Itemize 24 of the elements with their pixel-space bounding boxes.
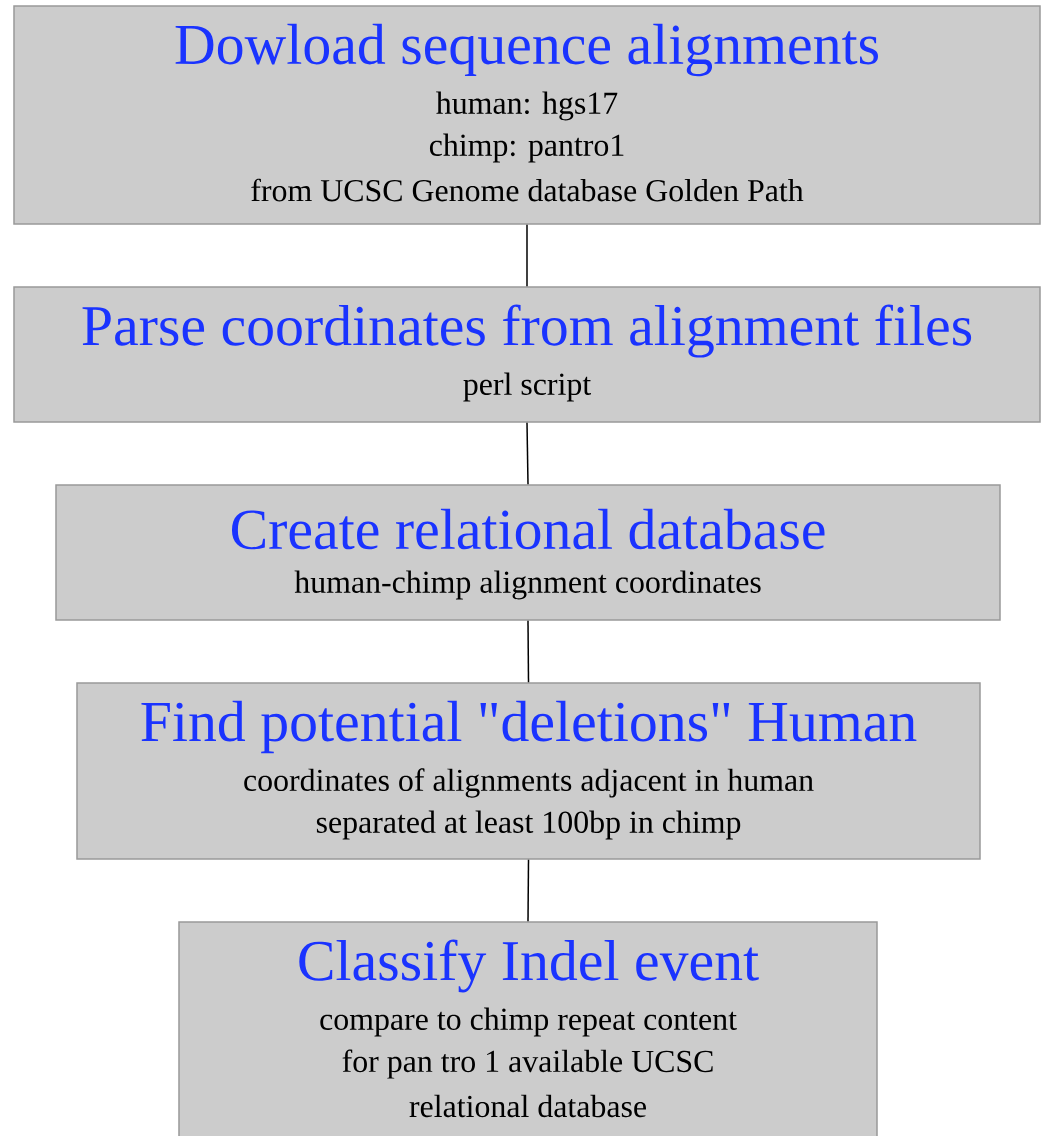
step-detail: compare to chimp repeat content [320, 1007, 737, 1037]
step-title: Dowload sequence alignments [175, 23, 878, 77]
step-detail: from UCSC Genome database Golden Path [251, 178, 804, 202]
process-box [76, 682, 981, 860]
connector-line [526, 224, 528, 287]
step-detail: perl script [463, 372, 591, 402]
step-detail: for pan tro 1 available UCSC [342, 1049, 713, 1079]
step-detail: separated at least 100bp in chimp [316, 810, 741, 840]
step-detail: chimp: pantro1 [429, 133, 624, 163]
process-box [178, 921, 878, 1136]
step-detail: coordinates of alignments adjacent in human [244, 768, 814, 798]
step-title: Classify Indel event [299, 939, 759, 993]
process-box [13, 5, 1041, 225]
connector-line [527, 620, 530, 683]
process-box [55, 484, 1001, 621]
step-detail: human-chimp alignment coordinates [294, 570, 761, 600]
step-detail: human: hgs17 [436, 91, 618, 121]
step-title: Find potential "deletions" Human [141, 700, 917, 754]
step-title: Parse coordinates from alignment files [82, 304, 972, 358]
step-title: Create relational database [232, 508, 825, 550]
step-detail: relational database [409, 1094, 646, 1118]
process-box [13, 286, 1041, 423]
connector-line [526, 422, 529, 485]
connector-line [527, 859, 530, 922]
